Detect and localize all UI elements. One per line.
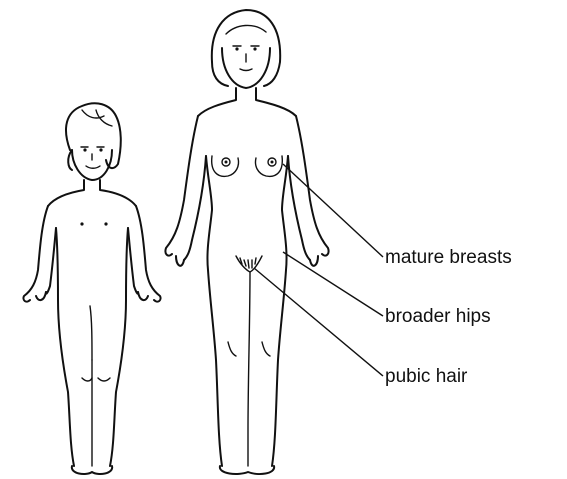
adult-woman-figure (165, 10, 328, 474)
leader-broader-hips (283, 252, 383, 316)
label-pubic-hair: pubic hair (385, 366, 468, 387)
child-figure (23, 103, 160, 474)
leader-pubic-hair (254, 268, 383, 376)
leader-mature-breasts (283, 164, 383, 257)
label-broader-hips: broader hips (385, 306, 491, 327)
label-mature-breasts: mature breasts (385, 247, 512, 268)
